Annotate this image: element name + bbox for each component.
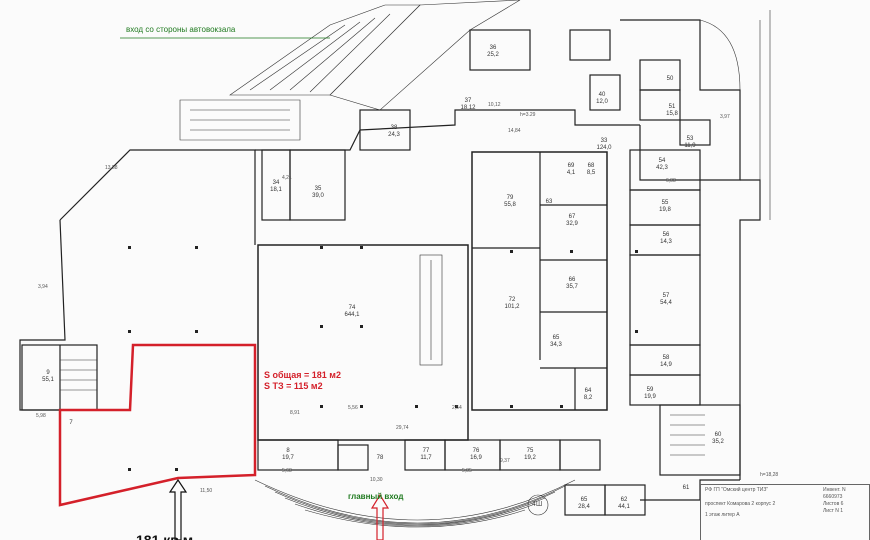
axis-mark: 4Ш <box>532 501 543 508</box>
room-50: 50 <box>666 76 674 82</box>
title-block: РФ ГП "Омский центр ТИЗ" Инвент. N 66609… <box>700 484 870 540</box>
tz-area-label: S ТЗ = 115 м2 <box>264 381 323 391</box>
dim: 10,12 <box>488 102 501 108</box>
rented-area-outline <box>58 343 257 507</box>
stamp-sheets: Листов 6 <box>823 501 844 507</box>
dim: 8,91 <box>290 410 300 416</box>
dim: 6,88 <box>666 178 676 184</box>
stamp-inv-label: Инвент. N <box>823 487 846 493</box>
room-61: 61 <box>682 485 690 491</box>
bottom-area-caption: 181 кв.м <box>136 532 194 540</box>
stamp-address: проспект Комарова 2 корпус 2 <box>705 501 776 507</box>
dim: 5,68 <box>282 468 292 474</box>
dim-height: h=3.29 <box>520 112 536 118</box>
stamp-floor: 1 этаж литер А <box>705 512 740 518</box>
stamp-inv-number: 6660973 <box>823 494 843 500</box>
dim: 10,30 <box>370 477 383 483</box>
dim: 4,21 <box>282 175 292 181</box>
room-63: 63 <box>545 199 553 205</box>
total-area-label: S общая = 181 м2 <box>264 370 341 380</box>
dim: 9,37 <box>500 458 510 464</box>
main-entrance-label: главный вход <box>348 492 404 501</box>
dim: 5,85 <box>462 468 472 474</box>
room-7: 7 <box>69 420 73 426</box>
dim: 3,97 <box>720 114 730 120</box>
dim-height-2: h=18,28 <box>760 472 779 478</box>
dim: 29,74 <box>396 425 409 431</box>
dim: 13,58 <box>105 165 118 171</box>
dim: 2,54 <box>452 405 462 411</box>
dim: 5,56 <box>348 405 358 411</box>
dim: 3,94 <box>38 284 48 290</box>
dim: 5,98 <box>36 413 46 419</box>
dim: 11,50 <box>200 488 213 494</box>
stamp-org: РФ ГП "Омский центр ТИЗ" <box>705 487 769 493</box>
dim: 14,84 <box>508 128 521 134</box>
room-78: 78 <box>376 455 384 461</box>
bus-station-entrance-label: вход со стороны автовокзала <box>126 25 236 34</box>
stamp-sheet-no: Лист N 1 <box>823 508 844 514</box>
